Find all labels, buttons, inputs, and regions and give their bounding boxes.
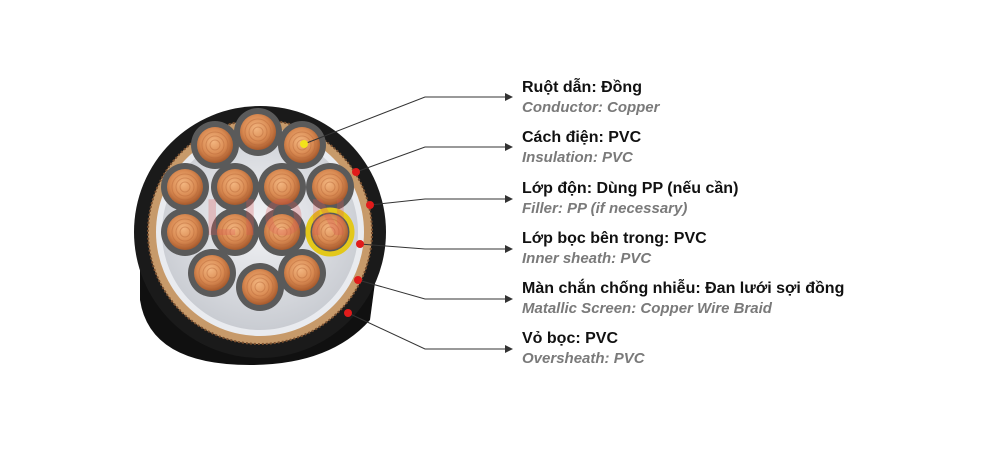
callout-dot bbox=[354, 276, 362, 284]
leader-line bbox=[355, 146, 505, 173]
layer-name-vi: Vỏ bọc: PVC bbox=[522, 330, 619, 347]
copper-conductor bbox=[312, 169, 348, 205]
layer-label-inner-sheath: Lớp bọc bên trong: PVC Inner sheath: PVC bbox=[522, 229, 707, 269]
layer-name-vi: Màn chắn chống nhiễu: Đan lưới sợi đồng bbox=[522, 280, 845, 297]
copper-conductor bbox=[264, 214, 300, 250]
core bbox=[161, 208, 209, 256]
core bbox=[191, 121, 239, 169]
copper-conductor bbox=[242, 269, 278, 305]
callout-dot bbox=[344, 309, 352, 317]
copper-conductor bbox=[217, 214, 253, 250]
layer-name-en: Filler: PP (if necessary) bbox=[522, 200, 688, 217]
watermark-text: LION bbox=[205, 189, 353, 247]
core bbox=[211, 208, 259, 256]
arrowhead bbox=[505, 245, 513, 253]
copper-conductor bbox=[284, 255, 320, 291]
leader-line bbox=[369, 198, 505, 206]
copper-conductor bbox=[194, 255, 230, 291]
copper-conductor bbox=[167, 214, 203, 250]
core bbox=[306, 208, 354, 256]
callout-dot bbox=[352, 168, 360, 176]
layer-name-vi: Lớp bọc bên trong: PVC bbox=[522, 230, 707, 247]
copper-conductor bbox=[217, 169, 253, 205]
layer-label-filler: Lớp độn: Dùng PP (nếu cần) Filler: PP (i… bbox=[522, 179, 738, 219]
callout-dot bbox=[366, 201, 374, 209]
arrowhead bbox=[505, 143, 513, 151]
layer-name-vi: Ruột dẫn: Đồng bbox=[522, 79, 642, 96]
copper-conductor bbox=[167, 169, 203, 205]
arrowhead bbox=[505, 295, 513, 303]
layer-name-en: Oversheath: PVC bbox=[522, 350, 645, 367]
copper-conductor bbox=[312, 214, 348, 250]
copper-conductor bbox=[264, 169, 300, 205]
copper-conductor bbox=[197, 127, 233, 163]
leader-line bbox=[357, 279, 505, 300]
core bbox=[258, 163, 306, 211]
layer-name-en: Insulation: PVC bbox=[522, 149, 633, 166]
layer-name-en: Matallic Screen: Copper Wire Braid bbox=[522, 300, 772, 317]
earth-core-ring bbox=[305, 207, 355, 257]
arrowhead bbox=[505, 93, 513, 101]
arrowhead bbox=[505, 195, 513, 203]
leader-line bbox=[303, 96, 505, 145]
core bbox=[188, 249, 236, 297]
core bbox=[161, 163, 209, 211]
layer-label-metallic-screen: Màn chắn chống nhiễu: Đan lưới sợi đồng … bbox=[522, 279, 844, 319]
callout-dot bbox=[356, 240, 364, 248]
layer-name-en: Inner sheath: PVC bbox=[522, 250, 652, 267]
layer-label-insulation: Cách điện: PVC Insulation: PVC bbox=[522, 128, 641, 168]
layer-name-vi: Lớp độn: Dùng PP (nếu cần) bbox=[522, 180, 739, 197]
layer-label-oversheath: Vỏ bọc: PVC Oversheath: PVC bbox=[522, 329, 645, 369]
core bbox=[278, 249, 326, 297]
layer-name-vi: Cách điện: PVC bbox=[522, 129, 642, 146]
layer-name-en: Conductor: Copper bbox=[522, 99, 660, 116]
leader-line bbox=[347, 312, 505, 350]
core bbox=[211, 163, 259, 211]
core bbox=[236, 263, 284, 311]
arrowhead bbox=[505, 345, 513, 353]
core bbox=[306, 163, 354, 211]
leader-line bbox=[359, 243, 505, 250]
core bbox=[234, 108, 282, 156]
copper-conductor bbox=[240, 114, 276, 150]
layer-label-conductor: Ruột dẫn: Đồng Conductor: Copper bbox=[522, 78, 659, 118]
callout-dot bbox=[300, 140, 308, 148]
core bbox=[258, 208, 306, 256]
